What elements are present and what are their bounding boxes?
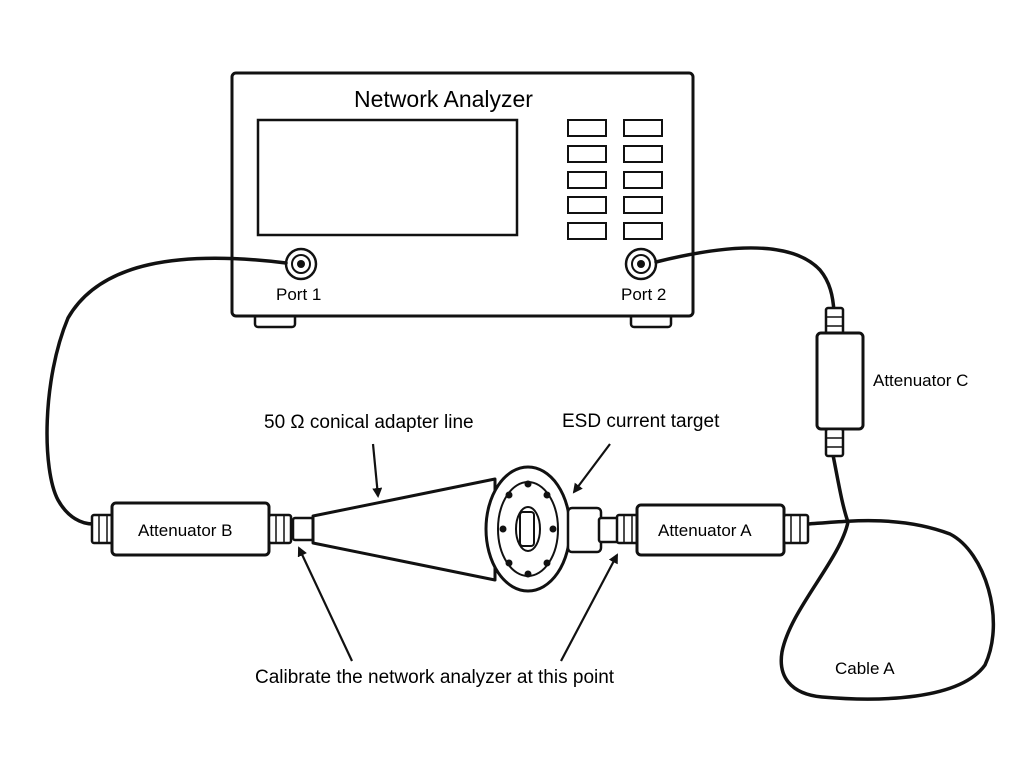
analyzer-title: Network Analyzer <box>354 86 533 112</box>
arrow-calibrate-left <box>297 546 353 662</box>
key-button[interactable] <box>567 171 607 189</box>
arrow-calibrate-right <box>560 553 618 662</box>
network-analyzer <box>230 71 695 329</box>
arrow-conical-line <box>371 443 383 498</box>
conical-line-annotation: 50 Ω conical adapter line <box>264 412 474 433</box>
arrow-esd-target <box>572 443 611 494</box>
key-button[interactable] <box>623 119 663 137</box>
port-2-connector[interactable] <box>624 247 658 281</box>
conical-adapter-line <box>311 477 497 582</box>
cable-port2-to-attenuator-c <box>654 246 836 314</box>
analyzer-keypad <box>567 119 663 240</box>
port-1-connector[interactable] <box>284 247 318 281</box>
analyzer-screen <box>256 118 519 237</box>
port-2-label: Port 2 <box>621 285 667 304</box>
esd-current-target <box>484 465 621 593</box>
cable-a <box>779 453 996 701</box>
key-button[interactable] <box>623 171 663 189</box>
attenuator-a <box>615 503 810 557</box>
cables <box>45 246 996 701</box>
key-button[interactable] <box>623 222 663 240</box>
cable-a-label: Cable A <box>835 659 895 678</box>
key-button[interactable] <box>623 196 663 214</box>
cable-port1-to-attenuator-b <box>45 256 288 526</box>
annotation-arrows <box>297 443 618 662</box>
key-button[interactable] <box>567 119 607 137</box>
calibrate-annotation: Calibrate the network analyzer at this p… <box>255 667 615 688</box>
attenuator-b-label: Attenuator B <box>138 521 233 540</box>
key-button[interactable] <box>567 145 607 163</box>
key-button[interactable] <box>567 222 607 240</box>
key-button[interactable] <box>623 145 663 163</box>
attenuator-a-label: Attenuator A <box>658 521 752 540</box>
key-button[interactable] <box>567 196 607 214</box>
esd-target-annotation: ESD current target <box>562 411 720 432</box>
port-1-label: Port 1 <box>276 285 322 304</box>
attenuator-c <box>815 306 865 458</box>
attenuator-c-label: Attenuator C <box>873 371 969 390</box>
attenuator-b <box>90 501 315 557</box>
